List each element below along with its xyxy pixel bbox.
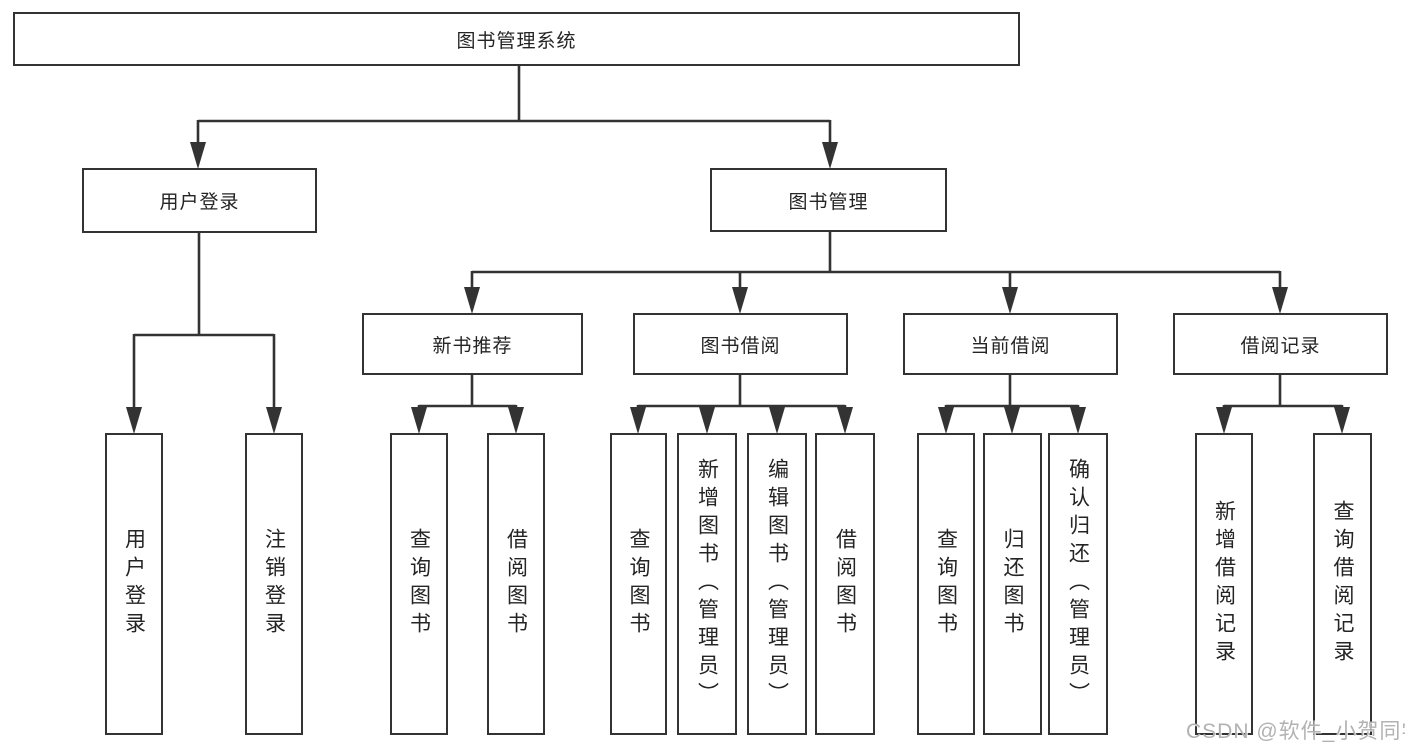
- arrowhead: [1334, 407, 1350, 434]
- node-borrow-records: 借阅记录: [1173, 313, 1388, 375]
- edge-book-management-to-level3: [470, 232, 1282, 291]
- node-borrowing-add-book-admin: 新增图书（管理员）: [677, 433, 737, 735]
- node-label: 借阅图书: [504, 528, 528, 640]
- node-current-return-book: 归还图书: [983, 433, 1042, 735]
- node-current-query-book: 查询图书: [917, 433, 975, 735]
- node-borrowing-borrow-book: 借阅图书: [815, 433, 875, 735]
- node-recommend-query-book: 查询图书: [390, 433, 448, 735]
- node-label: 查询借阅记录: [1331, 500, 1354, 668]
- edge-root-to-level2: [196, 66, 832, 146]
- edge-borrowing-to-leaves: [636, 375, 847, 411]
- arrowhead: [1272, 287, 1288, 314]
- arrowhead: [464, 287, 480, 314]
- node-label: 查询图书: [934, 528, 958, 640]
- node-book-management-branch: 图书管理: [710, 168, 947, 232]
- node-library-system: 图书管理系统: [13, 12, 1020, 66]
- node-book-borrowing: 图书借阅: [633, 313, 848, 375]
- arrowhead: [126, 407, 142, 434]
- node-current-borrowing: 当前借阅: [903, 313, 1118, 375]
- arrowhead: [1216, 407, 1232, 434]
- node-label: 确认归还（管理员）: [1066, 458, 1090, 710]
- edge-records-to-leaves: [1222, 375, 1344, 411]
- node-label: 查询图书: [407, 528, 431, 640]
- node-recommend-borrow-book: 借阅图书: [487, 433, 545, 735]
- node-borrowing-query-book: 查询图书: [610, 433, 667, 735]
- node-label: 用户登录: [122, 528, 146, 640]
- arrowhead: [411, 407, 427, 434]
- edge-recommend-to-leaves: [417, 375, 518, 411]
- node-user-login-branch: 用户登录: [82, 168, 317, 233]
- arrowhead: [938, 407, 954, 434]
- node-logout-leaf: 注销登录: [245, 433, 303, 735]
- arrowhead: [266, 407, 282, 434]
- arrowhead: [837, 407, 853, 434]
- arrowhead: [699, 407, 715, 434]
- arrowhead: [769, 407, 785, 434]
- node-records-query-record: 查询借阅记录: [1313, 433, 1372, 735]
- csdn-watermark: CSDN @软件_小贺同学: [1186, 720, 1405, 743]
- arrowhead: [190, 142, 206, 169]
- arrowhead: [1004, 407, 1020, 434]
- node-label: 查询图书: [627, 528, 650, 640]
- node-label: 借阅图书: [833, 528, 857, 640]
- arrowhead: [1002, 287, 1018, 314]
- edge-current-to-leaves: [944, 375, 1080, 411]
- arrowhead: [630, 407, 646, 434]
- node-user-login-leaf: 用户登录: [105, 433, 163, 735]
- node-label: 归还图书: [1001, 528, 1024, 640]
- node-label: 注销登录: [262, 528, 286, 640]
- node-current-confirm-return-admin: 确认归还（管理员）: [1048, 433, 1108, 735]
- arrowhead: [732, 287, 748, 314]
- node-label: 新增借阅记录: [1212, 500, 1236, 668]
- edge-user-login-to-leaves: [132, 233, 276, 411]
- arrowhead: [508, 407, 524, 434]
- node-records-add-record: 新增借阅记录: [1195, 433, 1253, 735]
- node-borrowing-edit-book-admin: 编辑图书（管理员）: [747, 433, 807, 735]
- node-new-book-recommend: 新书推荐: [362, 313, 583, 375]
- arrowhead: [1070, 407, 1086, 434]
- node-label: 编辑图书（管理员）: [765, 458, 789, 710]
- arrowhead: [822, 142, 838, 169]
- node-label: 新增图书（管理员）: [695, 458, 719, 710]
